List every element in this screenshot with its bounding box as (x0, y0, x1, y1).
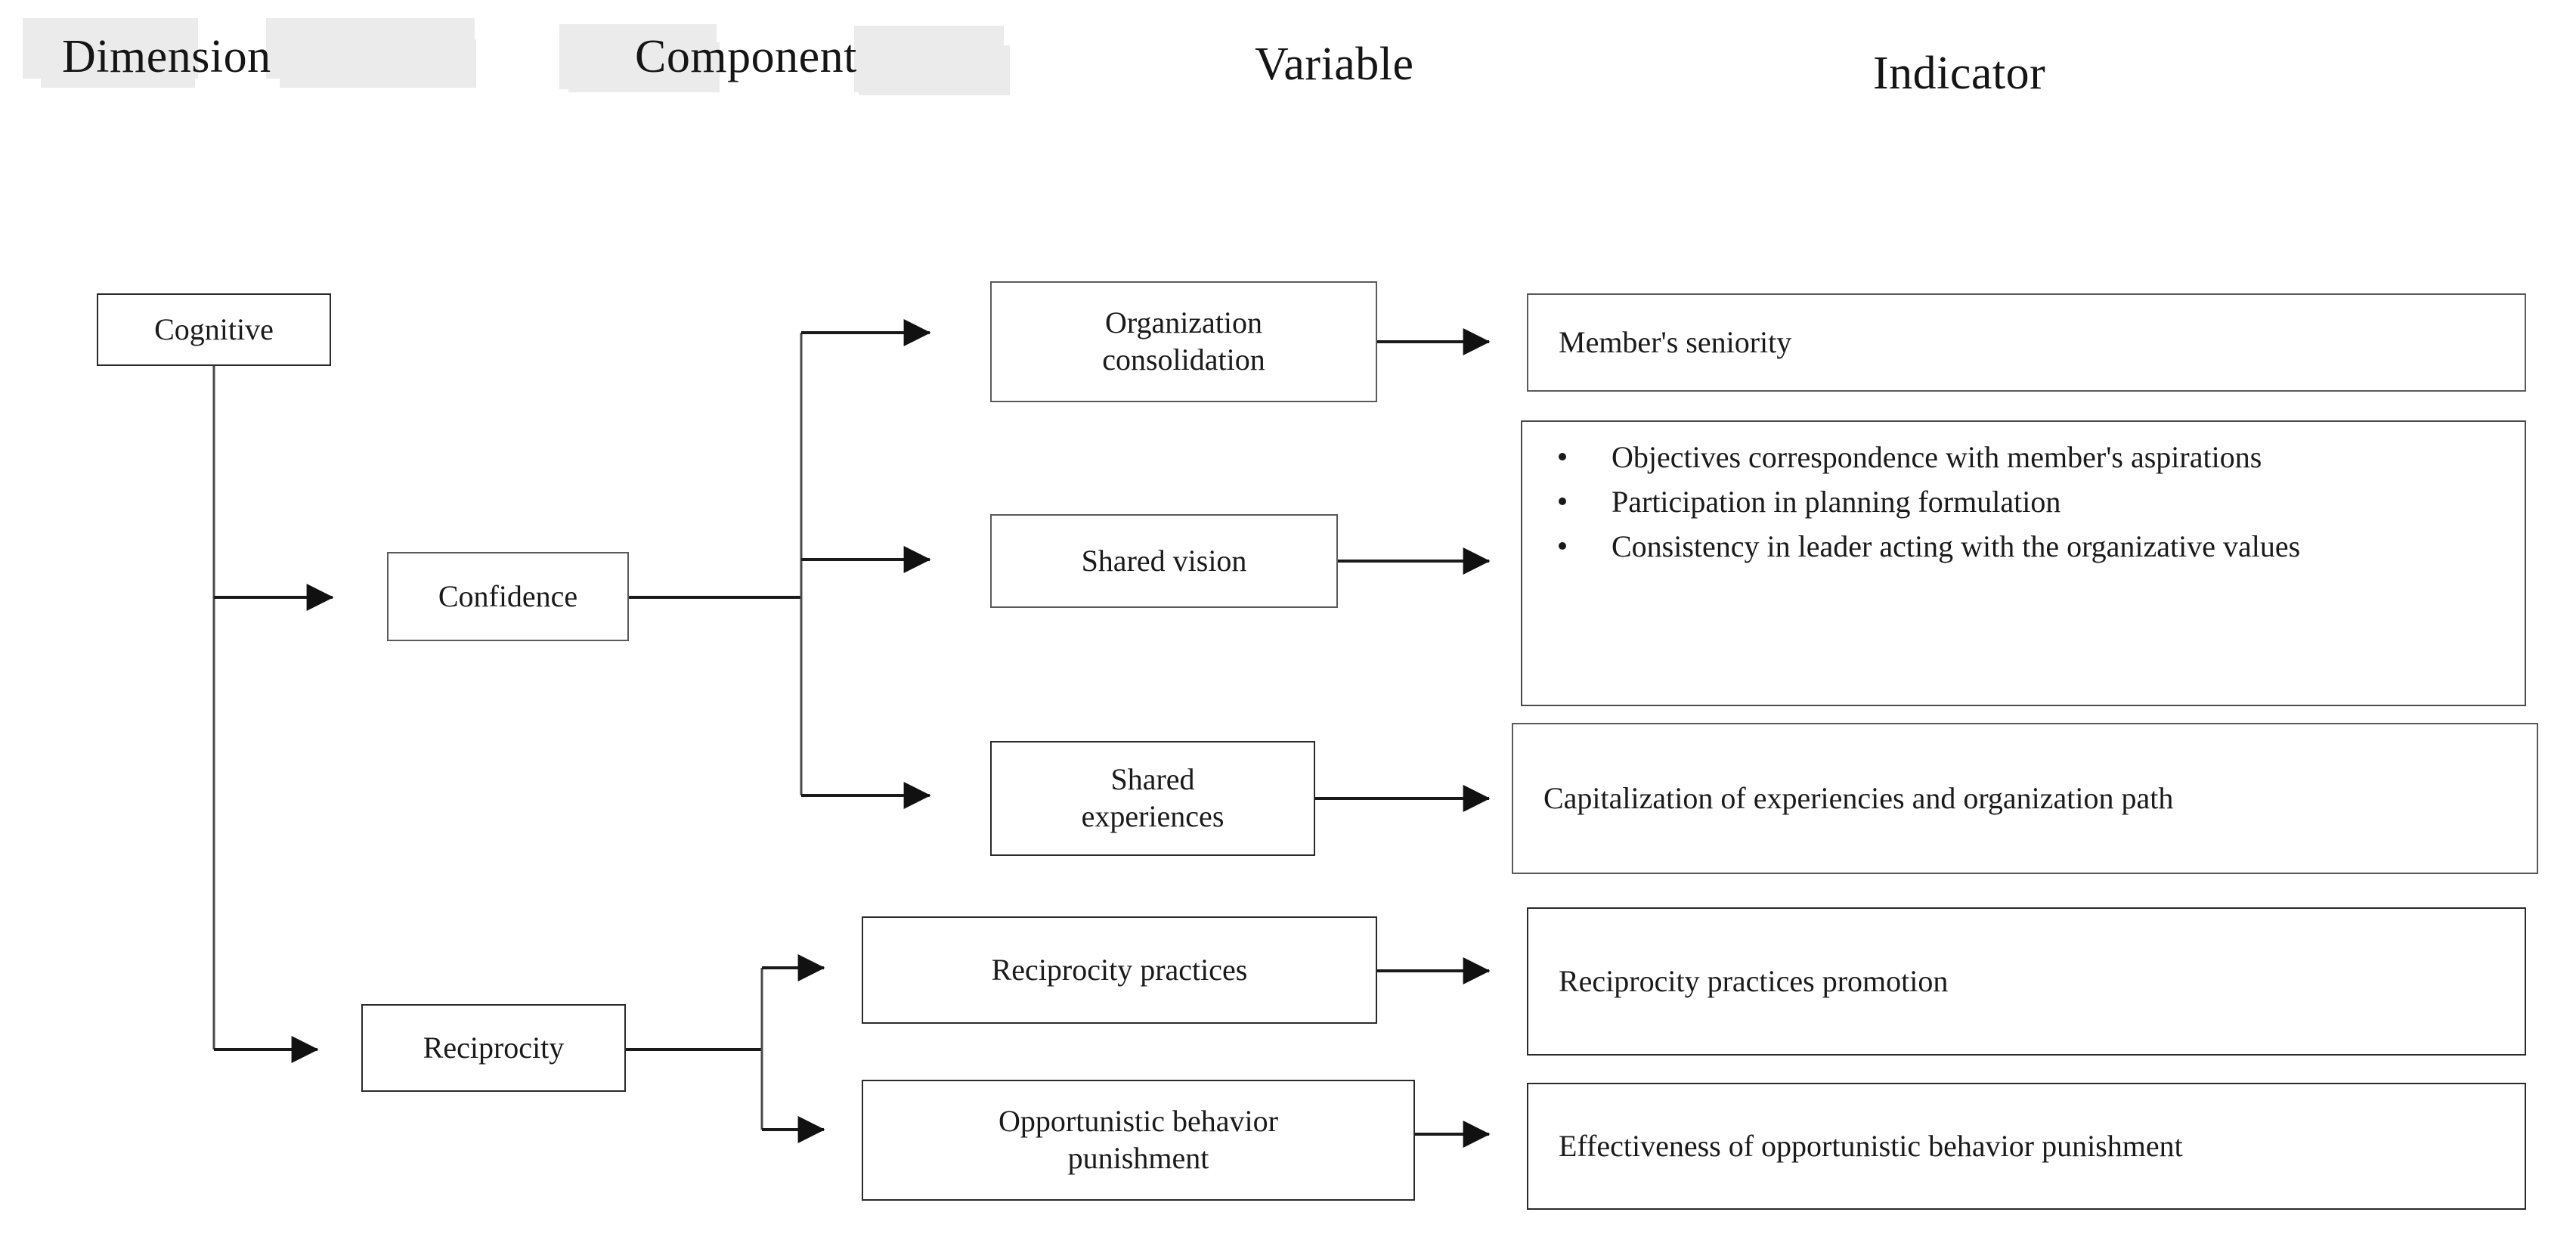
list-item-label: Participation in planning formulation (1612, 485, 2061, 519)
node-opportunistic-behavior-punishment[interactable]: Opportunistic behavior punishment (862, 1080, 1415, 1201)
node-shared-experiences[interactable]: Shared experiences (990, 741, 1315, 856)
node-opportunistic-behavior-punishment-label: Opportunistic behavior punishment (999, 1104, 1278, 1175)
column-title-dimension: Dimension (62, 31, 271, 82)
list-item-label: Objectives correspondence with member's … (1612, 440, 2262, 474)
node-reciprocity-label: Reciprocity (423, 1030, 565, 1065)
node-members-seniority-label: Member's seniority (1559, 324, 1792, 359)
node-reciprocity-practices[interactable]: Reciprocity practices (862, 916, 1377, 1024)
bullet-dot-icon (1559, 542, 1566, 550)
node-shared-vision-indicators[interactable]: Objectives correspondence with member's … (1521, 420, 2526, 706)
node-members-seniority[interactable]: Member's seniority (1527, 293, 2526, 392)
node-shared-experiences-label: Shared experiences (1081, 762, 1225, 833)
list-item: Consistency in leader acting with the or… (1548, 526, 2505, 566)
node-shared-vision[interactable]: Shared vision (990, 514, 1338, 608)
node-effectiveness-of-punishment[interactable]: Effectiveness of opportunistic behavior … (1527, 1083, 2526, 1210)
column-title-variable: Variable (1255, 39, 1414, 90)
node-reciprocity-practices-promotion[interactable]: Reciprocity practices promotion (1527, 907, 2526, 1056)
node-cognitive-label: Cognitive (154, 312, 274, 346)
header-chip-component-shadow (280, 39, 476, 88)
header-chip-indicator-shadow (859, 45, 1010, 95)
node-confidence-label: Confidence (438, 578, 578, 613)
node-confidence[interactable]: Confidence (387, 552, 629, 641)
bullet-dot-icon (1559, 497, 1566, 505)
header-chip-dimension-shadow (41, 39, 195, 88)
column-title-component: Component (635, 31, 857, 82)
node-effectiveness-of-punishment-label: Effectiveness of opportunistic behavior … (1559, 1128, 2183, 1163)
node-cognitive[interactable]: Cognitive (97, 293, 331, 366)
list-item: Participation in planning formulation (1548, 482, 2505, 522)
node-reciprocity-practices-label: Reciprocity practices (991, 952, 1248, 987)
node-organization-consolidation[interactable]: Organization consolidation (990, 281, 1377, 402)
list-item-label: Consistency in leader acting with the or… (1612, 529, 2301, 564)
indicator-bullet-list: Objectives correspondence with member's … (1548, 437, 2505, 567)
bullet-dot-icon (1559, 452, 1566, 460)
node-shared-vision-label: Shared vision (1081, 543, 1247, 578)
column-title-indicator: Indicator (1873, 48, 2046, 99)
node-capitalization-of-experiences[interactable]: Capitalization of experiencies and organ… (1512, 723, 2538, 874)
header-chip-variable-shadow (568, 42, 720, 92)
node-organization-consolidation-label: Organization consolidation (1102, 305, 1265, 377)
node-reciprocity[interactable]: Reciprocity (361, 1004, 626, 1092)
node-capitalization-of-experiences-label: Capitalization of experiencies and organ… (1543, 780, 2174, 815)
list-item: Objectives correspondence with member's … (1548, 437, 2505, 477)
node-reciprocity-practices-promotion-label: Reciprocity practices promotion (1559, 963, 1949, 998)
